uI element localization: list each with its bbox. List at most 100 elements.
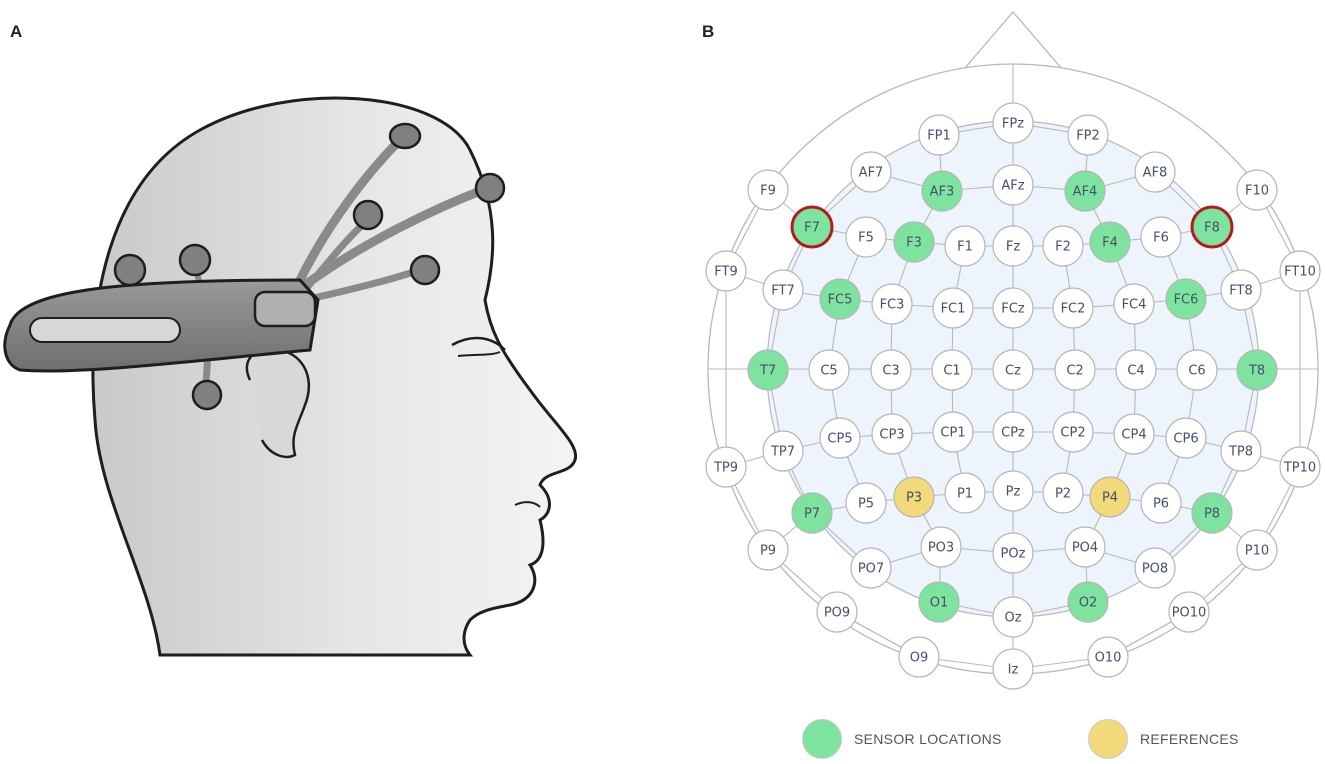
- electrode-label: FP1: [927, 129, 951, 144]
- electrode-fc6: FC6: [1165, 278, 1207, 320]
- electrode-circle: [870, 349, 912, 391]
- electrode-circle: [1140, 482, 1182, 524]
- electrode-circle: [1042, 472, 1084, 514]
- electrode-circle: [791, 492, 833, 534]
- electrode-cz: Cz: [992, 349, 1034, 391]
- electrode-label: PO3: [928, 541, 954, 556]
- electrode-fc2: FC2: [1052, 287, 1094, 329]
- electrode-circle: [871, 413, 913, 455]
- electrode-label: Iz: [1008, 663, 1019, 678]
- electrode-cp5: CP5: [819, 417, 861, 459]
- legend-reference-label: REFERENCES: [1140, 731, 1239, 747]
- electrode-circle: [932, 411, 974, 453]
- electrode-circle: [790, 205, 834, 249]
- electrode-cp3: CP3: [871, 413, 913, 455]
- electrode-circle: [747, 349, 789, 391]
- electrode-label: AFz: [1001, 179, 1024, 194]
- electrode-label: PO9: [824, 606, 850, 621]
- legend-reference-swatch: [1088, 719, 1128, 759]
- electrode-f10: F10: [1236, 169, 1278, 211]
- electrode-circle: [1064, 170, 1106, 212]
- electrode-label: P4: [1102, 491, 1118, 506]
- electrode-label: TP10: [1283, 461, 1316, 476]
- electrode-c6: C6: [1176, 349, 1218, 391]
- electrode-circle: [705, 250, 747, 292]
- electrode-o1: O1: [918, 581, 960, 623]
- electrode-label: CP3: [879, 428, 904, 443]
- electrode-label: C5: [820, 364, 837, 379]
- electrode-fpz: FPz: [992, 102, 1034, 144]
- electrode-cp2: CP2: [1052, 411, 1094, 453]
- electrode-circle: [1052, 411, 1094, 453]
- electrode-label: F10: [1245, 184, 1269, 199]
- electrode-fz: Fz: [992, 225, 1034, 267]
- electrode-label: FCz: [1001, 302, 1025, 317]
- electrode-label: P3: [906, 491, 922, 506]
- electrode-circle: [1042, 225, 1084, 267]
- electrode-circle: [893, 221, 935, 263]
- electrode-label: O9: [910, 651, 929, 666]
- electrode-label: FT9: [714, 265, 737, 280]
- electrode-t7: T7: [747, 349, 789, 391]
- electrode-circle: [1236, 529, 1278, 571]
- electrode-fp1: FP1: [918, 114, 960, 156]
- electrode-po4: PO4: [1064, 526, 1106, 568]
- electrode-circle: [1113, 283, 1155, 325]
- electrode-label: P8: [1204, 507, 1220, 522]
- electrode-label: F8: [1204, 221, 1220, 236]
- electrode-c5: C5: [808, 349, 850, 391]
- electrode-circle: [871, 283, 913, 325]
- electrode-o2: O2: [1067, 581, 1109, 623]
- electrode-circle: [1134, 151, 1176, 193]
- electrode-label: F9: [760, 184, 776, 199]
- head-shape: [91, 96, 578, 657]
- electrode-label: Cz: [1005, 364, 1021, 379]
- electrode-label: FPz: [1002, 117, 1024, 132]
- head-illustration: [3, 96, 578, 657]
- electrode-circle: [1113, 413, 1155, 455]
- electrode-f6: F6: [1140, 216, 1182, 258]
- electrode-label: FC2: [1061, 302, 1086, 317]
- electrode-circle: [992, 225, 1034, 267]
- electrode-tp7: TP7: [762, 430, 804, 472]
- electrode-circle: [1064, 526, 1106, 568]
- electrode-label: FC4: [1122, 298, 1147, 313]
- electrode-fc3: FC3: [871, 283, 913, 325]
- electrode-label: TP8: [1228, 445, 1253, 460]
- electrode-fc5: FC5: [819, 278, 861, 320]
- electrode-f4: F4: [1089, 221, 1131, 263]
- panel-label-a: A: [10, 22, 23, 41]
- electrode-f1: F1: [944, 225, 986, 267]
- electrode-fc4: FC4: [1113, 283, 1155, 325]
- electrode-circle: [1134, 547, 1176, 589]
- electrode-t8: T8: [1236, 349, 1278, 391]
- electrode-circle: [944, 472, 986, 514]
- electrode-afz: AFz: [992, 164, 1034, 206]
- electrode-circle: [1140, 216, 1182, 258]
- electrode-cpz: CPz: [992, 411, 1034, 453]
- headband: [3, 278, 320, 373]
- electrode-label: Oz: [1004, 611, 1021, 626]
- electrode-circle: [747, 169, 789, 211]
- electrode-circle: [1067, 114, 1109, 156]
- electrode-pz: Pz: [992, 470, 1034, 512]
- electrode-tp8: TP8: [1220, 430, 1262, 472]
- electrode-label: F5: [858, 231, 874, 246]
- electrode-label: CP6: [1173, 432, 1198, 447]
- electrode-circle: [992, 648, 1034, 690]
- electrode-label: FT8: [1229, 284, 1252, 299]
- electrode-af3: AF3: [921, 170, 963, 212]
- eye: [451, 336, 506, 357]
- electrode-label: P5: [858, 497, 874, 512]
- electrode-o10: O10: [1087, 636, 1129, 678]
- electrode-label: Pz: [1006, 485, 1021, 500]
- electrode-label: O1: [930, 596, 949, 611]
- electrode-po9: PO9: [816, 591, 858, 633]
- panel-label-b: B: [702, 22, 715, 41]
- electrode-label: FC3: [880, 298, 905, 313]
- electrode-p7: P7: [791, 492, 833, 534]
- electrode-label: PO7: [858, 562, 884, 577]
- electrode-label: FT7: [771, 284, 794, 299]
- electrode-circle: [816, 591, 858, 633]
